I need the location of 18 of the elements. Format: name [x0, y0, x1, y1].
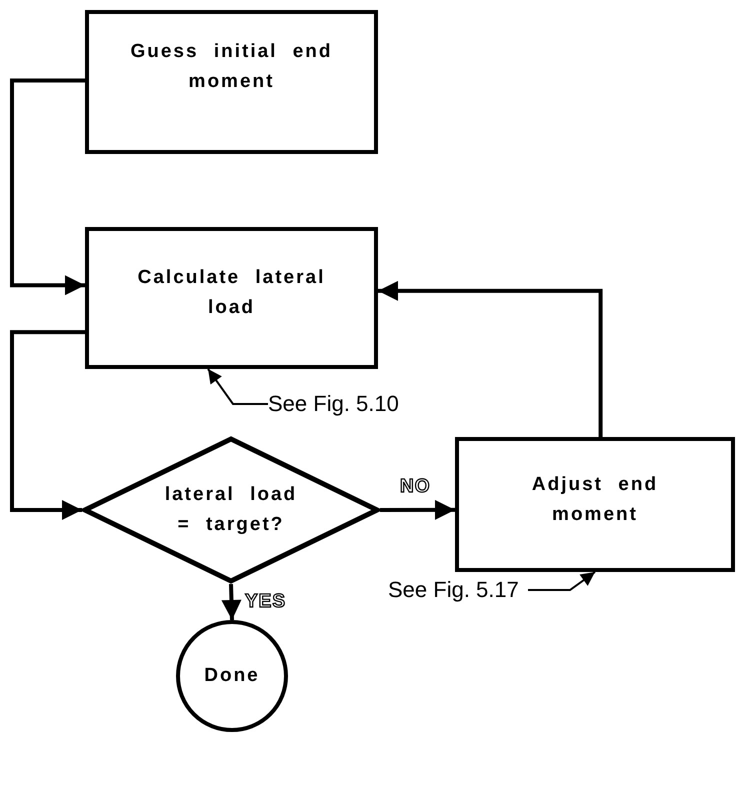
decision-diamond: [82, 436, 380, 584]
arrow: [378, 280, 603, 437]
note-text: See Fig. 5.17: [388, 577, 519, 603]
process-box: [85, 227, 378, 369]
node-text: Adjust end moment: [530, 472, 660, 526]
node-text: Calculate lateral load: [136, 266, 326, 320]
node-text: Done: [204, 664, 260, 688]
process-box: [455, 437, 735, 572]
leader-line: [207, 368, 268, 405]
arrow: [221, 584, 242, 620]
arrow: [380, 500, 455, 520]
arrow: [10, 78, 85, 296]
note-text: See Fig. 5.10: [268, 391, 399, 417]
process-box: [85, 10, 378, 154]
arrow: [10, 330, 85, 520]
node-text: lateral load = target?: [164, 483, 298, 537]
leader-line: [528, 571, 596, 591]
node-text: Guess initial end moment: [129, 40, 334, 94]
